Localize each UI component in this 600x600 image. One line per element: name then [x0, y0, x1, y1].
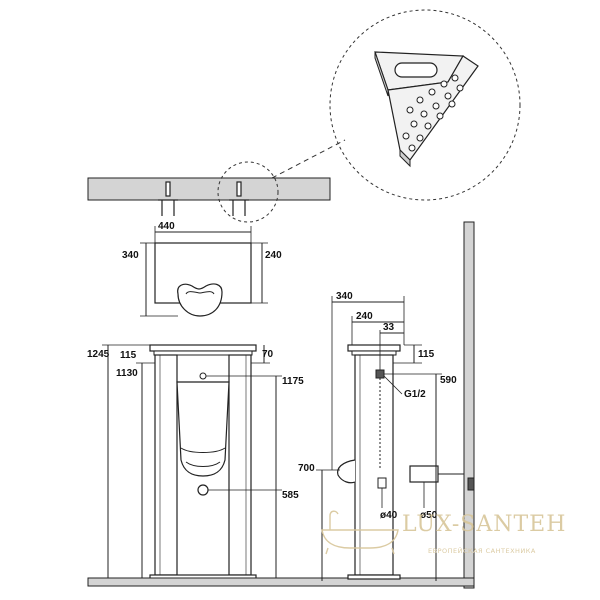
detail-leader-line	[271, 139, 346, 179]
side-view: 340 240 33 115 590 G1/2 700 ø40 ø50	[87, 221, 475, 589]
side-bowl-lip	[337, 459, 356, 484]
bracket-detail-callout	[271, 9, 521, 201]
label-d40: ø40	[380, 510, 398, 521]
dim-front-1245: 1245	[87, 349, 110, 360]
fixing-detail-circle	[217, 161, 279, 223]
side-urinal-body	[354, 354, 394, 576]
plan-bowl-outline	[177, 283, 223, 317]
front-right-column	[228, 354, 252, 576]
dim-front-1130: 1130	[116, 368, 138, 379]
bathtub-logo-icon	[321, 510, 399, 555]
front-urinal-bowl	[176, 381, 230, 477]
dim-front-115: 115	[120, 350, 137, 361]
dim-side-340: 340	[336, 291, 353, 302]
floor	[87, 577, 475, 587]
dim-side-115: 115	[418, 349, 435, 360]
dim-side-33: 33	[383, 322, 395, 333]
watermark-brand: LUX-SANTEH	[402, 512, 566, 537]
dim-front-70: 70	[262, 349, 274, 360]
front-outlet	[197, 484, 209, 496]
wall-section-top	[87, 161, 331, 223]
side-drain-pipe	[409, 465, 439, 483]
front-left-column	[154, 354, 178, 576]
dim-side-240: 240	[356, 311, 373, 322]
fixing-bolt-right	[229, 181, 249, 216]
dim-top-depth-left: 340	[122, 250, 139, 261]
dim-side-590: 590	[440, 375, 457, 386]
detail-circle	[329, 9, 521, 201]
front-view: 1245 1130 115 70 1175 585	[87, 344, 304, 582]
front-spreader-inlet	[199, 372, 207, 380]
side-wall	[463, 221, 475, 589]
dim-side-700: 700	[298, 463, 315, 474]
dim-front-585: 585	[282, 490, 299, 501]
label-d50: ø50	[420, 510, 438, 521]
dim-top-depth-right: 240	[265, 250, 282, 261]
watermark-tagline: ЕВРОПЕЙСКАЯ САНТЕХНИКА	[428, 546, 536, 555]
brand-watermark: LUX-SANTEH ЕВРОПЕЙСКАЯ САНТЕХНИКА	[321, 510, 566, 555]
wall-slab	[87, 177, 331, 201]
dim-front-1175: 1175	[282, 376, 304, 387]
bracket-holes	[402, 74, 464, 152]
label-thread: G1/2	[404, 389, 426, 400]
dim-top-width: 440	[158, 221, 175, 232]
side-water-inlet	[375, 369, 385, 379]
fixing-bolt-left	[158, 181, 178, 216]
plan-view: 440 340 240	[122, 221, 282, 317]
